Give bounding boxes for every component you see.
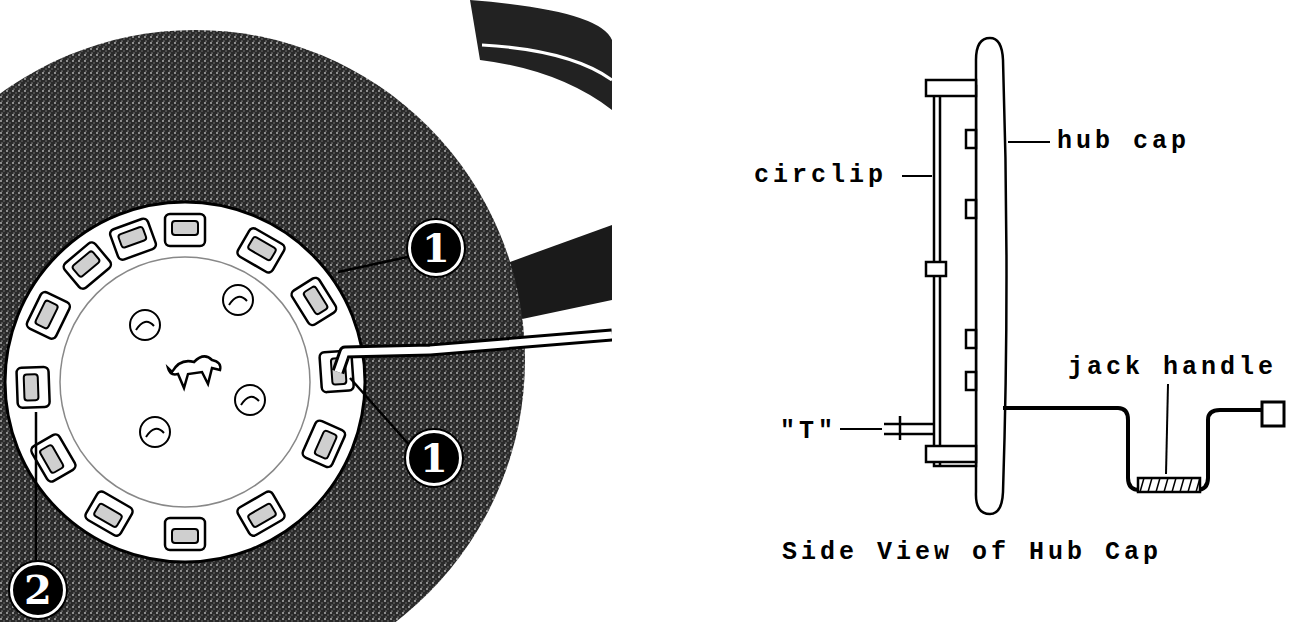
hub-cap [5, 202, 365, 562]
label-leaders [840, 142, 1168, 474]
part-label: hub cap [1055, 128, 1192, 156]
callout-circle: 2 [10, 562, 66, 618]
part-label: "T" [778, 418, 839, 446]
callout-circle: 1 [408, 220, 464, 276]
hub-cap-profile [976, 38, 1007, 514]
wheel-photo [0, 0, 612, 622]
lion-emblem [168, 356, 220, 388]
circlip-tab [926, 80, 976, 96]
hub-cap-clips [966, 130, 976, 390]
body-trim [470, 0, 612, 110]
circlip-clip [926, 262, 946, 276]
grip-hatching [1140, 478, 1200, 492]
callout-number: 1 [422, 228, 450, 268]
jack-handle-crank [1003, 408, 1262, 490]
hub-cap-slots [16, 214, 354, 550]
tire [0, 30, 525, 622]
side-view [840, 38, 1284, 514]
caption: Side View of Hub Cap [780, 539, 1164, 567]
callout-number: 2 [24, 570, 52, 610]
leader-lines [36, 256, 412, 564]
part-label: jack handle [1066, 354, 1279, 382]
trim-highlight [482, 45, 612, 80]
callout-number: 1 [420, 438, 448, 478]
jack-handle-grip [1138, 478, 1200, 492]
jack-handle-lever [338, 335, 612, 372]
t-piece [884, 416, 934, 440]
bolt-holes [130, 285, 265, 447]
circlip-tab [926, 446, 976, 462]
jack-handle-socket [1262, 402, 1284, 426]
hub-cap-ring [60, 257, 310, 507]
part-label: circlip [752, 162, 889, 190]
callout-circle: 1 [406, 430, 462, 486]
